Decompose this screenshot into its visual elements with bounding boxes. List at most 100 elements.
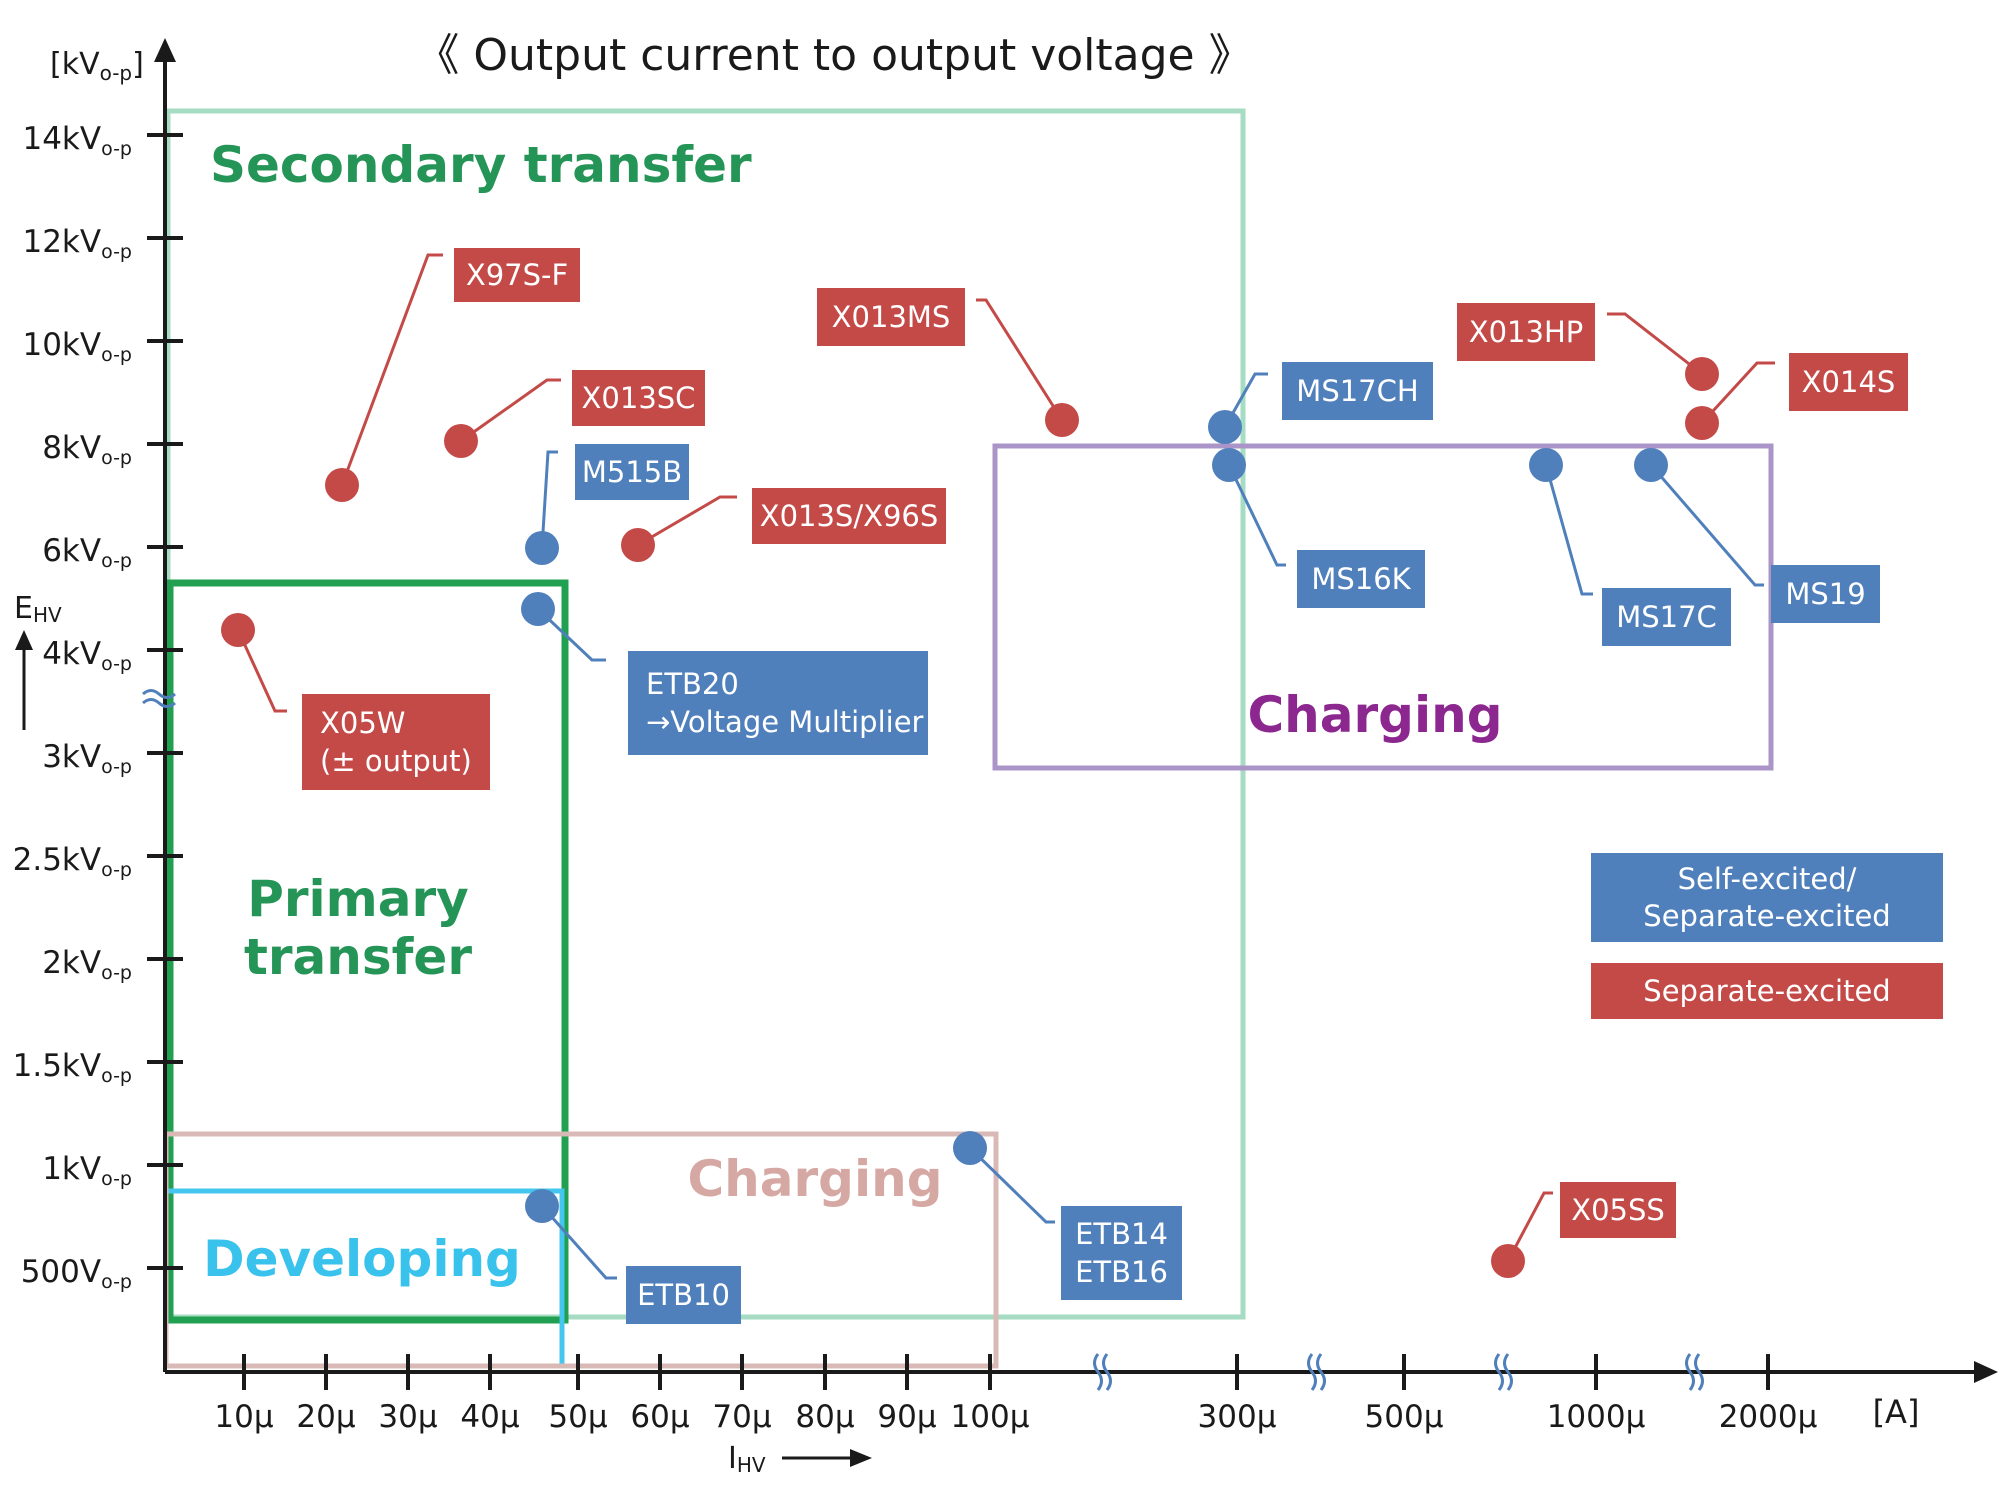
x-tick-label: 20μ: [296, 1399, 355, 1435]
y-axis-name-arrowhead: [15, 630, 33, 650]
y-tick-label: 12kVo-p: [22, 224, 132, 263]
point-etb10-marker: [525, 1189, 559, 1223]
point-label-line: (± output): [320, 744, 472, 778]
point-label-line: MS16K: [1311, 562, 1411, 596]
point-label-line: ETB10: [637, 1278, 730, 1312]
region-label-line: transfer: [244, 928, 472, 986]
y-tick-label-main: 500V: [21, 1254, 101, 1290]
y-axis-unit-main: [kV: [50, 47, 100, 82]
y-tick-label: 2.5kVo-p: [13, 842, 132, 881]
point-x013hp-marker: [1685, 357, 1719, 391]
region-label-line: Charging: [687, 1150, 942, 1208]
y-axis-unit: [kVo-p]: [50, 47, 144, 85]
y-tick-label: 8kVo-p: [42, 430, 132, 469]
point-label-line: X013S/X96S: [760, 499, 939, 533]
x-axis-arrowhead: [1974, 1361, 1998, 1383]
point-x05ss-label: X05SS: [1571, 1193, 1665, 1227]
x-axis-name-sub: HV: [737, 1453, 766, 1477]
point-x013ms-leader: [976, 298, 1064, 421]
point-etb14-leader: [968, 1146, 1055, 1224]
region-developing-label: Developing: [203, 1230, 521, 1288]
legend-separate-excited-label: Separate-excited: [1643, 974, 1890, 1008]
legend-self-excited-separate-excited-label: Self-excited/Separate-excited: [1643, 862, 1890, 933]
point-ms19-label-box: [1771, 565, 1880, 623]
y-tick-label-main: 14kV: [22, 121, 101, 157]
y-tick-label-main: 1.5kV: [13, 1048, 101, 1084]
point-etb14-label-box: [1061, 1206, 1182, 1300]
y-tick-label: 14kVo-p: [22, 121, 132, 160]
point-ms16k-leader: [1227, 464, 1286, 567]
legend-separate-excited-swatch: [1591, 963, 1943, 1019]
point-label-line: X014S: [1802, 365, 1896, 399]
point-ms17c-marker: [1529, 448, 1563, 482]
point-x97s-f-leader: [340, 253, 443, 486]
point-m515b-label: M515B: [582, 455, 682, 489]
x-tick-label: 40μ: [460, 1399, 519, 1435]
point-etb20-leader: [536, 607, 606, 662]
point-label-line: X05W: [320, 706, 405, 740]
region-label-line: Charging: [1247, 686, 1502, 744]
chart-title: 《 Output current to output voltage 》: [415, 30, 1252, 81]
point-label-line: X013MS: [832, 300, 951, 334]
point-etb20-marker: [521, 592, 555, 626]
point-etb14-marker: [953, 1131, 987, 1165]
y-tick-label-main: 12kV: [22, 224, 101, 260]
y-tick-label-main: 8kV: [42, 430, 101, 466]
y-axis-break-mark: [142, 689, 176, 699]
y-axis-break-mark: [142, 698, 176, 708]
y-tick-label-sub: o-p: [101, 1271, 132, 1293]
point-x05w-label: X05W (± output): [320, 706, 472, 778]
point-x013sc-label-box: [572, 370, 705, 426]
point-label-line: X97S-F: [466, 258, 568, 292]
legend-layer: Self-excited/Separate-excitedSeparate-ex…: [1591, 853, 1943, 1019]
x-tick-label: 300μ: [1198, 1399, 1277, 1435]
point-etb10-label-box: [626, 1266, 741, 1324]
y-tick-label-sub: o-p: [101, 550, 132, 572]
y-tick-label: 4kVo-p: [42, 636, 132, 675]
axes-layer: [kVo-p]500Vo-p1kVo-p1.5kVo-p2kVo-p2.5kVo…: [13, 38, 1998, 1477]
region-charging-label: Charging: [1247, 686, 1502, 744]
point-x013ms-label-box: [817, 288, 965, 346]
y-axis-name: EHV: [14, 591, 62, 627]
x-tick-label: 2000μ: [1719, 1399, 1818, 1435]
x-axis-name: IHV: [728, 1441, 766, 1477]
point-x05ss-leader: [1506, 1191, 1553, 1262]
point-ms17c-label: MS17C: [1616, 600, 1717, 634]
y-tick-label-sub: o-p: [101, 962, 132, 984]
point-label-line: MS17CH: [1296, 374, 1418, 408]
point-x013ms-marker: [1045, 403, 1079, 437]
y-axis-arrowhead: [154, 38, 176, 62]
legend-label-line: Separate-excited: [1643, 899, 1890, 933]
point-x013s-x96s-leader: [637, 495, 737, 547]
y-tick-label: 500Vo-p: [21, 1254, 132, 1293]
point-x013sc-marker: [444, 424, 478, 458]
point-m515b-marker: [525, 531, 559, 565]
point-etb20-label: ETB20→Voltage Multiplier: [646, 667, 924, 739]
point-label-line: ETB14: [1075, 1217, 1168, 1251]
point-x013s-x96s-label-box: [752, 488, 946, 544]
point-ms17c-label-box: [1602, 588, 1731, 646]
y-tick-label-sub: o-p: [101, 653, 132, 675]
point-x013ms-label: X013MS: [832, 300, 951, 334]
y-tick-label-main: 2.5kV: [13, 842, 101, 878]
point-x05ss-label-box: [1560, 1182, 1676, 1238]
x-axis-break-mark: [1685, 1353, 1695, 1391]
x-axis-break-mark: [1093, 1353, 1103, 1391]
point-label-line: M515B: [582, 455, 682, 489]
point-x05w-leader: [236, 629, 287, 713]
y-axis-unit-sub: o-p: [100, 61, 133, 85]
point-etb10-label: ETB10: [637, 1278, 730, 1312]
y-tick-label-sub: o-p: [101, 1168, 132, 1190]
point-m515b-leader: [540, 450, 558, 549]
point-x97s-f-label-box: [454, 248, 580, 302]
point-x013hp-leader: [1607, 312, 1703, 376]
point-ms17ch-label: MS17CH: [1296, 374, 1418, 408]
legend-label-line: Self-excited/: [1678, 862, 1857, 896]
point-x05w-marker: [221, 613, 255, 647]
point-ms19-leader: [1649, 464, 1764, 587]
point-x013hp-label: X013HP: [1469, 315, 1584, 349]
